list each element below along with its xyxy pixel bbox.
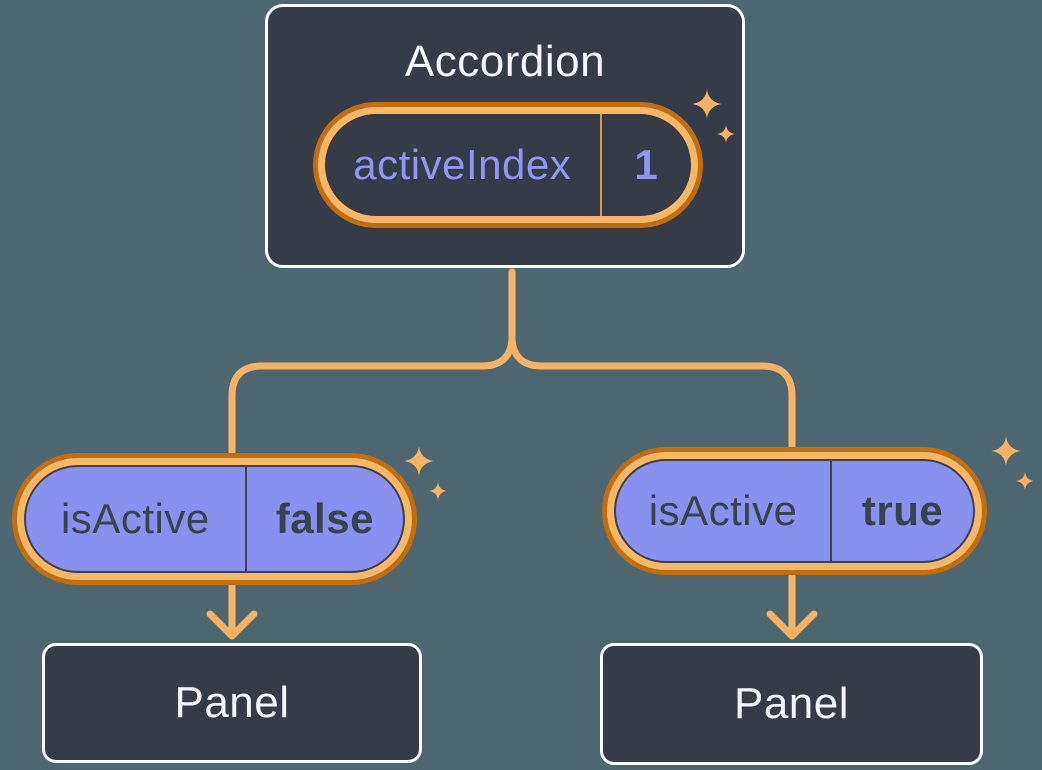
prop-value-label: true [861,487,944,534]
pill-orange-band: activeIndex 1 [318,107,698,223]
panel-label: Panel [174,678,290,727]
sparkle-icon [404,446,447,500]
prop-name-label: isActive [60,495,210,542]
is-active-pill-right: isActive true [602,447,987,575]
prop-name-label: isActive [648,487,798,534]
sparkle-icon [991,436,1034,490]
sparkle-icon [692,89,735,143]
active-index-state-pill: activeIndex 1 [313,102,703,228]
pill-divider [830,461,833,561]
accordion-title: Accordion [404,37,606,86]
state-name-label: activeIndex [353,141,572,188]
pill-orange-band: isActive true [607,452,982,570]
state-value-label: 1 [634,141,659,188]
panel-card-right: Panel [600,643,983,765]
branch-line-right [508,268,796,634]
pill-orange-band: isActive false [17,458,412,580]
arrow-down-icon [766,610,818,640]
panel-card-left: Panel [42,643,422,763]
arrow-down-icon [206,610,258,640]
pill-divider [599,114,602,216]
pill-divider [244,467,247,571]
is-active-pill-left: isActive false [12,453,417,585]
prop-value-label: false [275,495,374,542]
panel-label: Panel [733,679,850,728]
